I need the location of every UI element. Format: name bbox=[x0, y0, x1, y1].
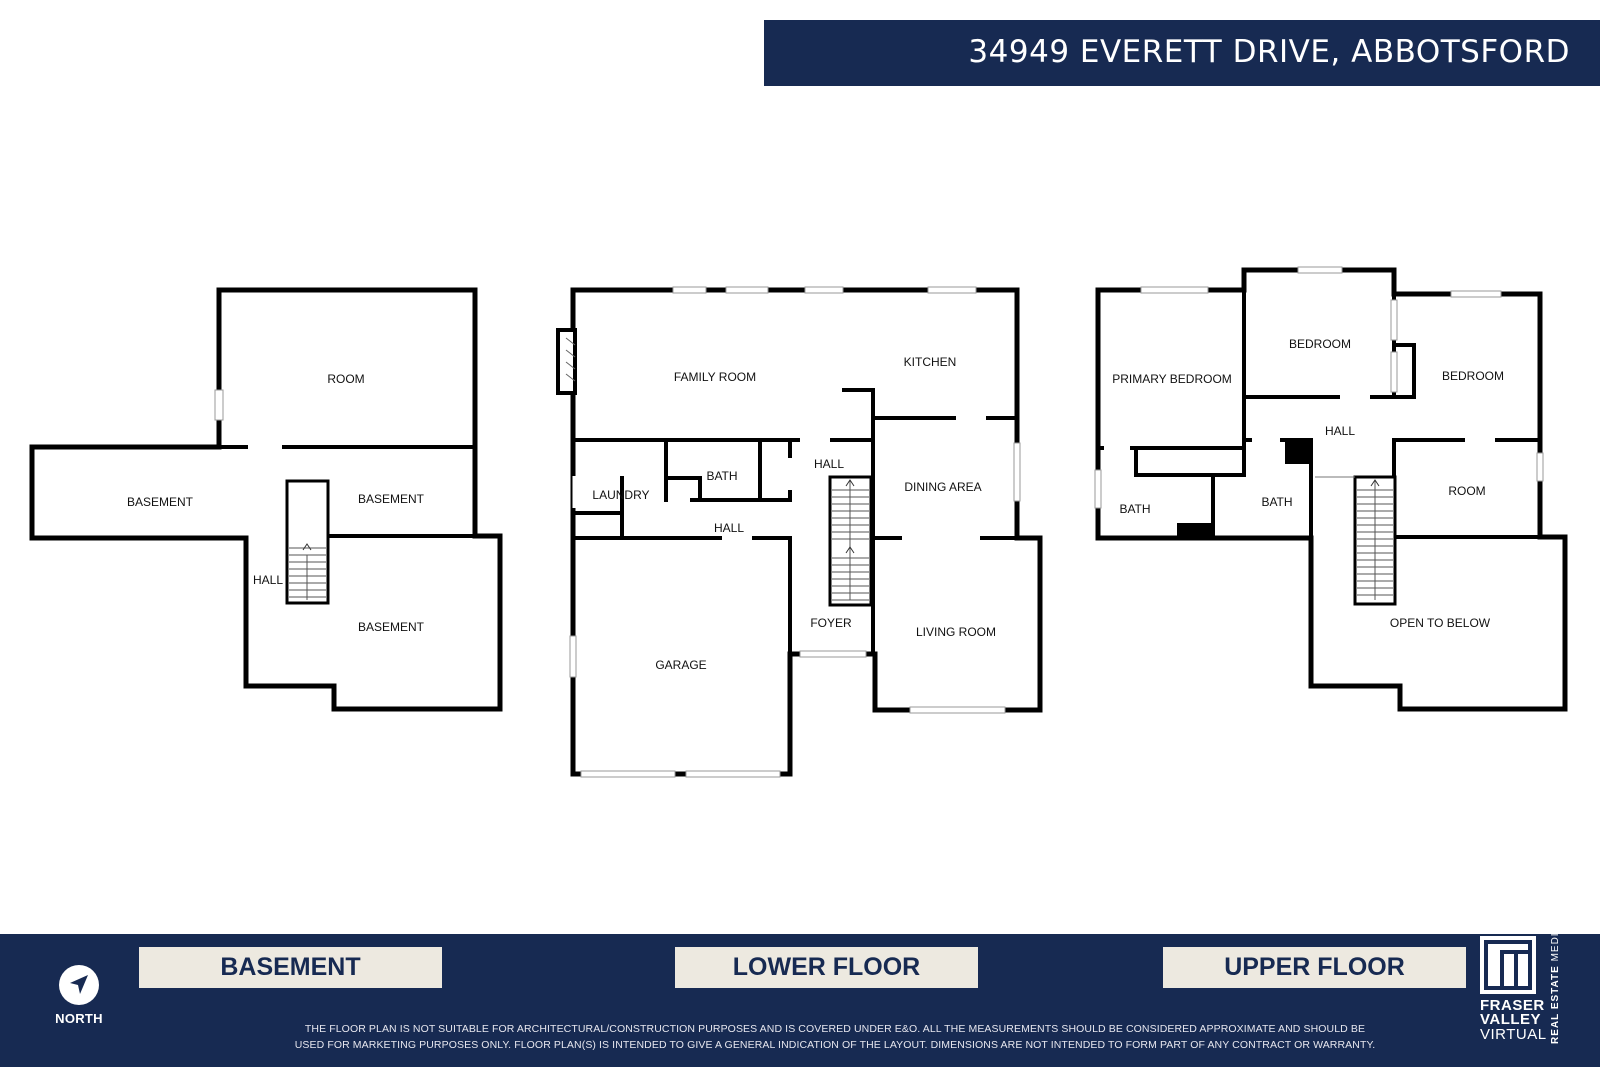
logo-text-valley: VALLEY bbox=[1480, 1011, 1542, 1028]
logo-side-text: REAL ESTATE MEDIA bbox=[1550, 925, 1561, 1044]
room-label: OPEN TO BELOW bbox=[1390, 616, 1491, 630]
address-title: 34949 EVERETT DRIVE, ABBOTSFORD bbox=[968, 34, 1570, 70]
address-banner: 34949 EVERETT DRIVE, ABBOTSFORD bbox=[764, 20, 1600, 86]
lower-stair-treads bbox=[832, 479, 869, 601]
disclaimer: THE FLOOR PLAN IS NOT SUITABLE FOR ARCHI… bbox=[250, 1021, 1420, 1053]
logo-text-virtual: VIRTUAL bbox=[1480, 1026, 1547, 1043]
room-label: HALL bbox=[1325, 424, 1355, 438]
room-label: HALL bbox=[714, 521, 744, 535]
upper-floor-plan: PRIMARY BEDROOM BEDROOM BEDROOM HALL BAT… bbox=[1094, 266, 1568, 712]
basement-label: BASEMENT bbox=[139, 947, 442, 988]
compass: NORTH bbox=[52, 965, 106, 1026]
room-label: BATH bbox=[1119, 502, 1150, 516]
room-label: BASEMENT bbox=[127, 495, 194, 509]
room-label: LIVING ROOM bbox=[916, 625, 996, 639]
compass-label: NORTH bbox=[55, 1011, 103, 1026]
room-label: ROOM bbox=[1448, 484, 1485, 498]
floor-plans: ROOM BASEMENT BASEMENT HALL BASEMENT bbox=[29, 266, 1568, 778]
room-label: BATH bbox=[1261, 495, 1292, 509]
room-label: HALL bbox=[814, 457, 844, 471]
room-label: FAMILY ROOM bbox=[674, 370, 756, 384]
north-arrow-icon bbox=[59, 965, 99, 1005]
lower-floor-plan: FAMILY ROOM KITCHEN BATH HALL LAUNDRY DI… bbox=[556, 286, 1043, 778]
room-label: LAUNDRY bbox=[592, 488, 649, 502]
logo-mark-icon bbox=[1480, 936, 1536, 994]
room-label: FOYER bbox=[810, 616, 852, 630]
disclaimer-line: USED FOR MARKETING PURPOSES ONLY. FLOOR … bbox=[294, 1039, 1376, 1051]
room-label: DINING AREA bbox=[904, 480, 981, 494]
room-label: HALL bbox=[253, 573, 283, 587]
room-label: KITCHEN bbox=[904, 355, 957, 369]
logo-text-fraser: FRASER bbox=[1480, 997, 1545, 1014]
upper-floor-label: UPPER FLOOR bbox=[1163, 947, 1466, 988]
basement-stair-treads bbox=[289, 543, 326, 600]
room-label: ROOM bbox=[327, 372, 364, 386]
room-label: BASEMENT bbox=[358, 492, 425, 506]
logo-side-light: MEDIA bbox=[1550, 924, 1561, 962]
logo-side-bold: REAL ESTATE bbox=[1550, 965, 1561, 1044]
disclaimer-line: THE FLOOR PLAN IS NOT SUITABLE FOR ARCHI… bbox=[304, 1023, 1366, 1035]
lower-floor-label: LOWER FLOOR bbox=[675, 947, 978, 988]
room-label: BEDROOM bbox=[1289, 337, 1351, 351]
basement-plan: ROOM BASEMENT BASEMENT HALL BASEMENT bbox=[29, 287, 503, 712]
room-label: BASEMENT bbox=[358, 620, 425, 634]
room-label: BEDROOM bbox=[1442, 369, 1504, 383]
room-label: GARAGE bbox=[655, 658, 706, 672]
brand-logo: FRASER VALLEY VIRTUAL REAL ESTATE MEDIA bbox=[1480, 925, 1590, 1056]
upper-stair-treads bbox=[1357, 479, 1393, 600]
room-label: BATH bbox=[706, 469, 737, 483]
room-label: PRIMARY BEDROOM bbox=[1112, 372, 1232, 386]
